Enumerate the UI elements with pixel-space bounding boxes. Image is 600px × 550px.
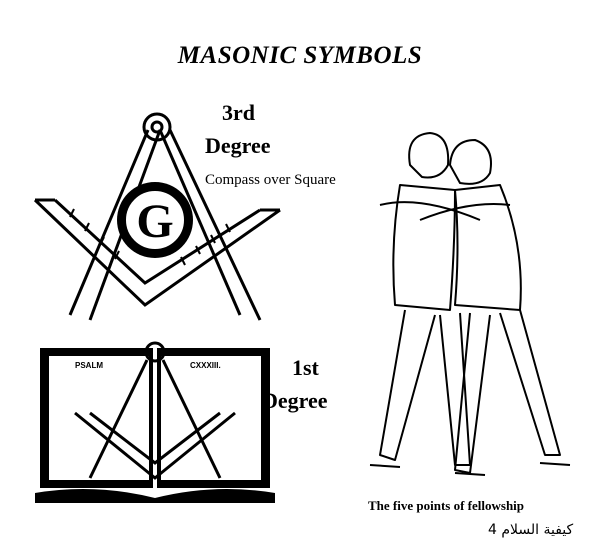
arabic-caption: كيفية السلام 4 [488,522,574,538]
compass-and-square-emblem: G [33,112,281,321]
figure-caption: The five points of fellowship [368,498,525,513]
g-letter: G [136,195,173,248]
page-title: MASONIC SYMBOLS [177,42,423,69]
first-degree-number: 1st [292,355,319,380]
open-bible-emblem: PSALM CXXXIII. [35,341,275,503]
embracing-men-illustration [369,132,571,476]
bible-right-word: CXXXIII. [190,361,221,370]
compass-caption: Compass over Square [205,172,336,188]
first-degree-label: Degree [262,388,328,413]
third-degree-number: 3rd [222,100,255,125]
third-degree-label: Degree [205,133,271,158]
bible-left-word: PSALM [75,361,103,370]
